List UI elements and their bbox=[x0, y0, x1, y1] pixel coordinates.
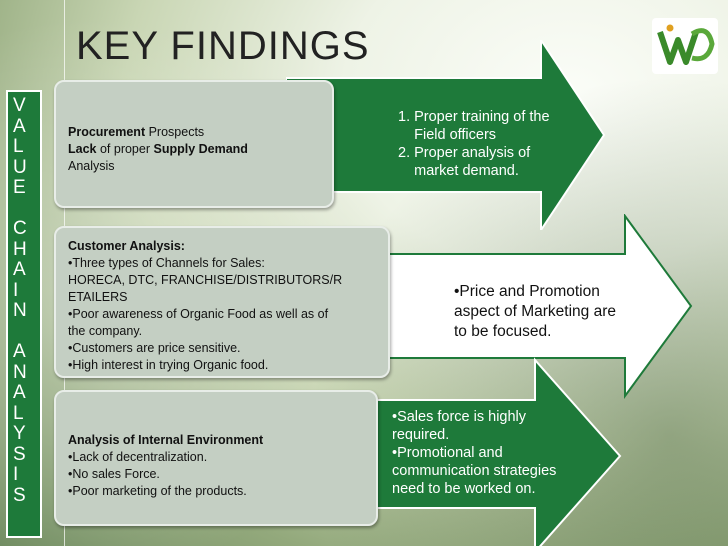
action-text-1: 1. Proper training of the Field officers… bbox=[398, 108, 550, 180]
finding-line: •Poor marketing of the products. bbox=[68, 483, 368, 500]
action-text-2: •Price and Promotion aspect of Marketing … bbox=[454, 282, 616, 342]
side-letter: Y bbox=[13, 423, 26, 444]
finding-line-text: Analysis bbox=[68, 159, 115, 173]
finding-line-text: •Poor awareness of Organic Food as well … bbox=[68, 307, 329, 321]
finding-line: Analysis bbox=[68, 158, 322, 175]
side-letter: S bbox=[13, 484, 26, 506]
finding-line-bold: Procurement bbox=[68, 125, 146, 139]
finding-line-text: •No sales Force. bbox=[68, 467, 160, 481]
side-letter: I bbox=[13, 464, 19, 485]
finding-line: •Lack of decentralization. bbox=[68, 449, 368, 466]
finding-line-text: •Three types of Channels for Sales: bbox=[68, 256, 265, 270]
side-letter: A bbox=[13, 115, 26, 137]
page-title: KEY FINDINGS bbox=[76, 24, 370, 68]
action-line: communication strategies bbox=[392, 463, 557, 479]
side-letter: V bbox=[13, 95, 26, 116]
side-letter: H bbox=[13, 238, 27, 260]
side-letter: C bbox=[13, 218, 27, 239]
side-letter: A bbox=[13, 259, 26, 280]
action-text-3: •Sales force is highly required. •Promotio… bbox=[392, 408, 556, 498]
finding-line-text: HORECA, DTC, FRANCHISE/DISTRIBUTORS/R bbox=[68, 273, 343, 287]
finding-line-bold: Supply Demand bbox=[153, 142, 248, 156]
action-line: 2. Proper analysis of bbox=[398, 145, 531, 161]
finding-line: HORECA, DTC, FRANCHISE/DISTRIBUTORS/R bbox=[68, 272, 380, 289]
action-line: market demand. bbox=[398, 163, 519, 179]
action-line: to be focused. bbox=[454, 323, 552, 340]
side-letter: L bbox=[13, 402, 24, 424]
finding-line-text: ETAILERS bbox=[68, 290, 128, 304]
side-letter: E bbox=[13, 177, 26, 198]
finding-line: •Three types of Channels for Sales: bbox=[68, 255, 380, 272]
finding-line-text: •Poor marketing of the products. bbox=[68, 484, 247, 498]
side-letter bbox=[13, 322, 40, 343]
finding-line-text: Prospects bbox=[145, 125, 205, 139]
action-line: need to be worked on. bbox=[392, 481, 536, 497]
finding-line-text: •Lack of decentralization. bbox=[68, 450, 208, 464]
side-letter: L bbox=[13, 136, 24, 157]
action-line: 1. Proper training of the bbox=[398, 109, 550, 125]
finding-line: •No sales Force. bbox=[68, 466, 368, 483]
side-letter: A bbox=[13, 382, 26, 403]
finding-line: Analysis of Internal Environment bbox=[68, 432, 368, 449]
finding-line-bold: Lack bbox=[68, 142, 97, 156]
side-letter: U bbox=[13, 156, 27, 178]
logo-icon bbox=[652, 18, 718, 74]
finding-line: •Poor awareness of Organic Food as well … bbox=[68, 306, 380, 323]
arrow-2 bbox=[370, 214, 693, 399]
finding-line: ETAILERS bbox=[68, 289, 380, 306]
action-line: Field officers bbox=[398, 127, 497, 143]
finding-line: the company. bbox=[68, 323, 380, 340]
finding-line-bold: Customer Analysis: bbox=[68, 239, 185, 253]
side-letter: I bbox=[13, 279, 19, 301]
finding-box-customer-analysis: Customer Analysis: •Three types of Channe… bbox=[54, 226, 390, 378]
action-line: •Promotional and bbox=[392, 445, 503, 461]
side-letter: N bbox=[13, 300, 27, 321]
side-letter: A bbox=[13, 341, 26, 362]
finding-box-internal-environment: Analysis of Internal Environment •Lack of… bbox=[54, 390, 378, 526]
side-letter: S bbox=[13, 443, 26, 465]
finding-line: •High interest in trying Organic food. bbox=[68, 357, 380, 374]
finding-line-bold: Analysis of Internal Environment bbox=[68, 433, 264, 447]
action-line: •Price and Promotion bbox=[454, 283, 600, 300]
finding-line: Procurement Prospects bbox=[68, 124, 322, 141]
action-line: required. bbox=[392, 427, 450, 443]
finding-line-text: of proper bbox=[96, 142, 154, 156]
finding-line: •Customers are price sensitive. bbox=[68, 340, 380, 357]
side-letter bbox=[13, 199, 40, 220]
side-letter: N bbox=[13, 361, 27, 383]
finding-line: Lack of proper Supply Demand bbox=[68, 141, 322, 158]
action-line: aspect of Marketing are bbox=[454, 303, 616, 320]
finding-line: Customer Analysis: bbox=[68, 238, 380, 255]
finding-line-text: •Customers are price sensitive. bbox=[68, 341, 241, 355]
finding-line-text: the company. bbox=[68, 324, 143, 338]
action-line: •Sales force is highly bbox=[392, 409, 527, 425]
finding-line-text: •High interest in trying Organic food. bbox=[68, 358, 269, 372]
